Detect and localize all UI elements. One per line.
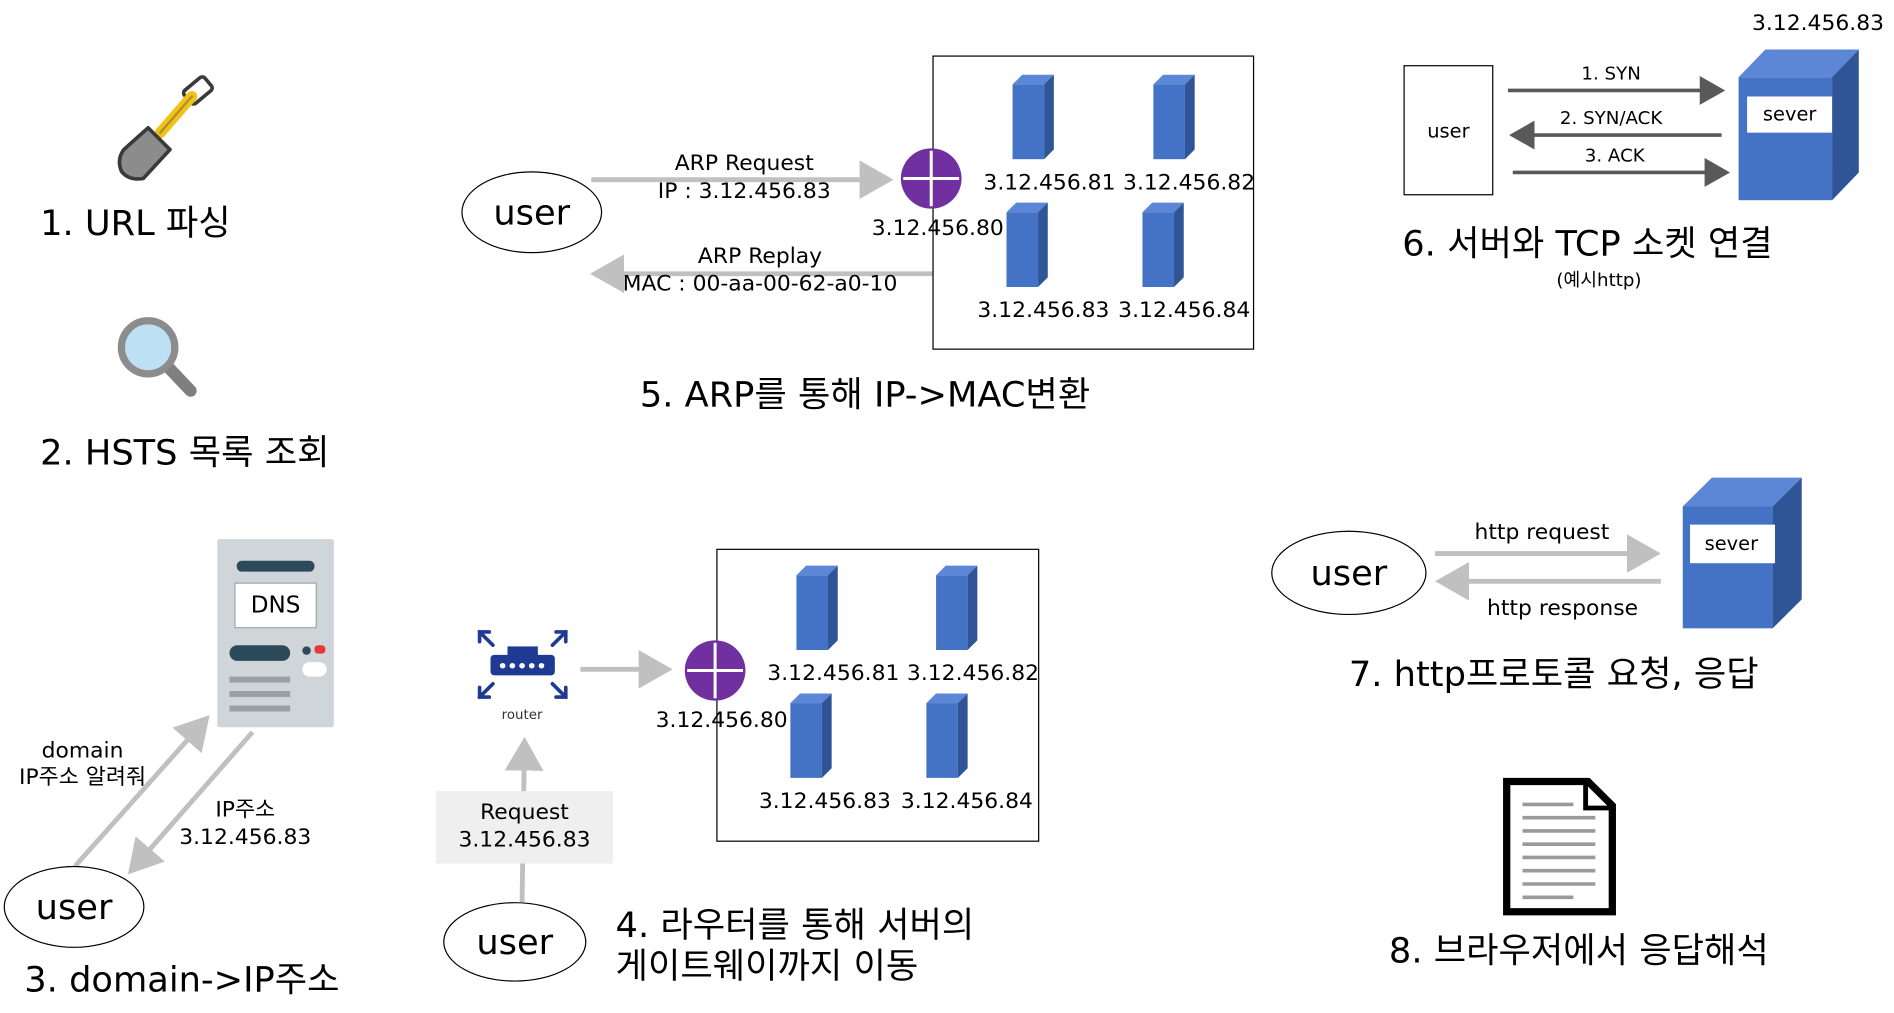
step4-server-tower-2 xyxy=(936,565,978,651)
step5-server-ip-3: 3.12.456.83 xyxy=(977,297,1110,324)
step5-server-ip-1: 3.12.456.81 xyxy=(983,170,1116,196)
step4-gateway-ip: 3.12.456.80 xyxy=(655,707,788,734)
syn-label: 1. SYN xyxy=(1581,62,1641,85)
synack-label: 2. SYN/ACK xyxy=(1559,107,1663,130)
step5-server-tower-4 xyxy=(1142,202,1184,288)
step6-title: 6. 서버와 TCP 소켓 연결 xyxy=(1402,223,1773,265)
request-box: Request 3.12.456.83 xyxy=(435,791,614,864)
step4-user: user xyxy=(443,902,587,982)
step4-server-ip-2: 3.12.456.82 xyxy=(906,660,1040,687)
step1-title: 1. URL 파싱 xyxy=(40,202,231,244)
arp-request-line2: IP : 3.12.456.83 xyxy=(657,178,831,204)
step4-title-line2: 게이트웨이까지 이동 xyxy=(615,945,919,987)
dns-ask-line1: domain xyxy=(41,738,124,764)
step4-server-ip-3: 3.12.456.83 xyxy=(758,788,891,815)
arp-reply-line2: MAC : 00-aa-00-62-a0-10 xyxy=(622,271,898,297)
dns-reply-arrow xyxy=(127,730,255,875)
step4-server-ip-4: 3.12.456.84 xyxy=(900,788,1033,815)
step3-title: 3. domain->IP주소 xyxy=(24,958,340,1000)
step5-server-tower-2 xyxy=(1153,74,1195,160)
step4-server-ip-1: 3.12.456.81 xyxy=(767,660,900,687)
dns-server-icon: DNS xyxy=(217,539,334,728)
step5-server-tower-3 xyxy=(1006,202,1048,288)
step7-title: 7. http프로토콜 요청, 응답 xyxy=(1348,653,1759,695)
dns-label: DNS xyxy=(234,582,317,629)
dns-query-arrow xyxy=(73,715,210,868)
step7-user: user xyxy=(1271,530,1427,616)
step2-title: 2. HSTS 목록 조회 xyxy=(40,431,330,473)
step6-user-box: user xyxy=(1403,65,1494,196)
step4-server-tower-1 xyxy=(796,565,838,651)
step5-user: user xyxy=(461,171,603,254)
step4-title-line1: 4. 라우터를 통해 서버의 xyxy=(615,904,975,946)
step6-server-label: sever xyxy=(1762,102,1817,126)
step3-user: user xyxy=(3,865,145,948)
request-line1: Request xyxy=(480,799,569,825)
dns-reply-line2: 3.12.456.83 xyxy=(179,824,312,851)
step6-subtitle: (예시http) xyxy=(1556,268,1642,291)
step4-server-tower-3 xyxy=(790,693,832,778)
http-response-label: http response xyxy=(1487,595,1639,622)
step4-server-tower-4 xyxy=(926,693,968,778)
arp-request-line1: ARP Request xyxy=(674,150,814,177)
step7-server-label: sever xyxy=(1704,531,1759,555)
request-line2: 3.12.456.83 xyxy=(458,827,591,853)
arp-reply-line1: ARP Replay xyxy=(697,243,823,269)
step6-server-ip: 3.12.456.83 xyxy=(1751,10,1885,37)
router-label: router xyxy=(501,706,543,723)
step5-gateway-ip: 3.12.456.80 xyxy=(871,215,1004,242)
step8-title: 8. 브라우저에서 응답해석 xyxy=(1388,929,1769,971)
dns-reply-line1: IP주소 xyxy=(215,797,276,823)
step5-title: 5. ARP를 통해 IP->MAC변환 xyxy=(639,373,1091,415)
step5-server-ip-2: 3.12.456.82 xyxy=(1123,170,1256,196)
dns-ask-line2: IP주소 알려줘 xyxy=(19,764,147,790)
step5-server-tower-1 xyxy=(1012,74,1054,160)
step5-server-ip-4: 3.12.456.84 xyxy=(1118,297,1251,324)
ack-label: 3. ACK xyxy=(1584,144,1645,167)
http-request-label: http request xyxy=(1474,519,1610,546)
